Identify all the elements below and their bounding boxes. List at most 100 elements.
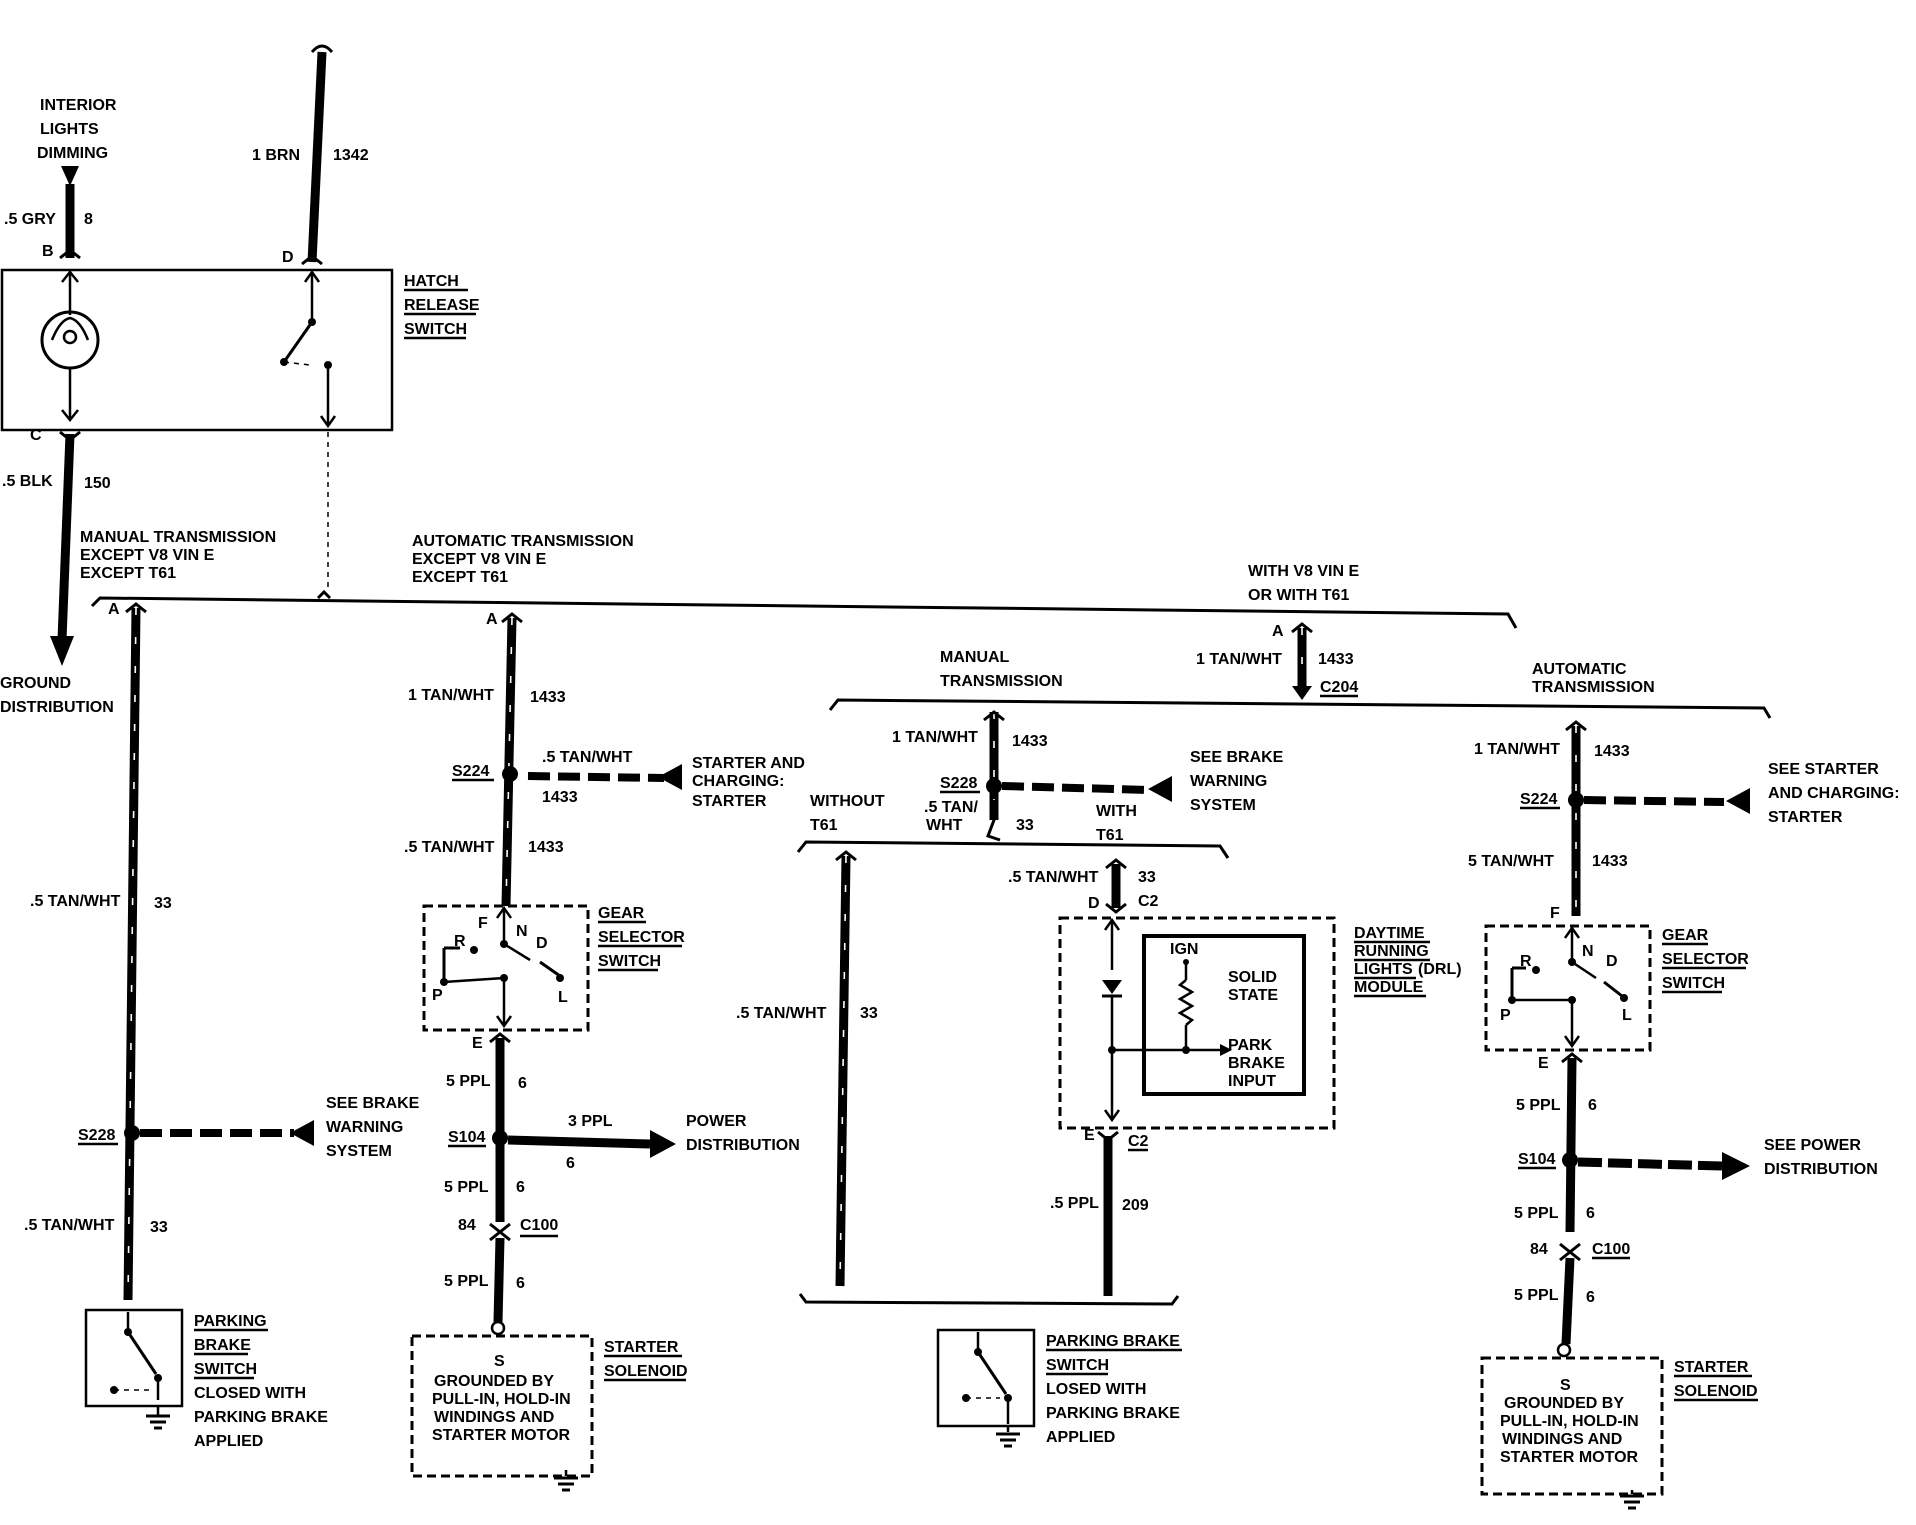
circuit-number-1433-col2b: 1433 [528,839,564,856]
connector-label-c100-col4: C100 [1592,1241,1630,1258]
svg-text:SEE POWER: SEE POWER [1764,1137,1861,1154]
auto-trans-except-label: AUTOMATIC TRANSMISSION EXCEPT V8 VIN E E… [412,533,634,586]
svg-text:PARK: PARK [1228,1037,1273,1054]
pin-d-drl: D [1088,895,1100,912]
svg-text:SELECTOR: SELECTOR [1662,951,1749,968]
svg-text:SEE BRAKE: SEE BRAKE [1190,749,1284,766]
connector-label-c204: C204 [1320,679,1358,696]
starter-solenoid-label-col4: STARTER SOLENOID [1674,1359,1758,1402]
svg-text:BRAKE: BRAKE [1228,1055,1285,1072]
svg-text:STARTER: STARTER [604,1339,679,1356]
pin-84-col2: 84 [458,1217,476,1234]
splice-label-s104-col4: S104 [1518,1151,1555,1168]
svg-text:(DRL): (DRL) [1418,961,1462,978]
lamp-icon [40,269,100,423]
svg-text:GEAR: GEAR [598,905,645,922]
input-arrow-icon [61,166,79,186]
circuit-number-1342: 1342 [333,147,369,164]
wire-label-5blk: .5 BLK [2,473,53,490]
wire-label-1tanwht-v8: 1 TAN/WHT [1196,651,1282,668]
pin-e-col4: E [1538,1055,1549,1072]
see-brake-warning-label-col1: SEE BRAKE WARNING SYSTEM [326,1095,420,1160]
splice-label-s224-col2: S224 [452,763,489,780]
svg-text:SWITCH: SWITCH [1662,975,1725,992]
svg-text:GROUNDED BY: GROUNDED BY [434,1373,554,1390]
svg-text:.5 TAN/: .5 TAN/ [924,799,978,816]
svg-text:SWITCH: SWITCH [404,321,467,338]
drl-module-box [1058,916,1336,1130]
wire-label-5ppl-col2b: 5 PPL [444,1179,489,1196]
drl-park-brake-input-label: PARK BRAKE INPUT [1228,1037,1285,1090]
circuit-number-6-col2b: 6 [516,1179,525,1196]
svg-text:WITHOUT: WITHOUT [810,793,885,810]
connector-label-c2-upper: C2 [1138,893,1159,910]
wire-brown-1342 [307,51,327,263]
connector-label-c100-col2: C100 [520,1217,558,1234]
svg-text:SYSTEM: SYSTEM [1190,797,1256,814]
gear-p-col2: P [432,987,443,1004]
svg-text:SWITCH: SWITCH [598,953,661,970]
svg-text:LIGHTS: LIGHTS [1354,961,1413,978]
connector-c100-col2 [489,1222,511,1242]
svg-text:SYSTEM: SYSTEM [326,1143,392,1160]
wire-tan-white-1433-col2 [501,617,517,907]
svg-text:HATCH: HATCH [404,273,459,290]
wire-label-5tanwht-split-col3: .5 TAN/ WHT [924,799,978,834]
svg-text:SEE STARTER: SEE STARTER [1768,761,1879,778]
svg-text:S: S [1560,1377,1571,1394]
connector-a-col1 [125,602,147,614]
svg-text:SOLENOID: SOLENOID [604,1363,688,1380]
without-t61-label: WITHOUT T61 [810,793,885,834]
circuit-number-6-col4b: 6 [1586,1205,1595,1222]
circuit-number-6-col2-branch: 6 [566,1155,575,1172]
svg-text:TRANSMISSION: TRANSMISSION [940,673,1063,690]
see-starter-charging-label-col4: SEE STARTER AND CHARGING: STARTER [1768,761,1900,826]
connector-label-c2-lower: C2 [1128,1133,1149,1150]
pin-c-top: C [30,427,42,444]
svg-text:CHARGING:: CHARGING: [692,773,784,790]
wire-label-5ppl-col4c: 5 PPL [1514,1287,1559,1304]
gear-n-col4: N [1582,943,1594,960]
hatch-release-switch-label: HATCH RELEASE SWITCH [404,273,480,340]
wire-label-5ppl-col2c: 5 PPL [444,1273,489,1290]
svg-text:MANUAL TRANSMISSION: MANUAL TRANSMISSION [80,529,276,546]
starter-solenoid-box-col4 [1480,1356,1664,1496]
circuit-number-6-col4a: 6 [1588,1097,1597,1114]
svg-text:DISTRIBUTION: DISTRIBUTION [686,1137,800,1154]
svg-text:STARTER MOTOR: STARTER MOTOR [432,1427,571,1444]
svg-text:SEE BRAKE: SEE BRAKE [326,1095,420,1112]
option-bracket-main [90,596,1518,629]
branch-arrow-icon-col3 [1148,776,1172,802]
svg-text:OR WITH T61: OR WITH T61 [1248,587,1349,604]
connector-a-v8 [1291,622,1313,634]
ground-icon-col4 [1620,1490,1644,1510]
svg-text:BRAKE: BRAKE [194,1337,251,1354]
svg-text:INTERIOR: INTERIOR [40,97,117,114]
svg-text:DAYTIME: DAYTIME [1354,925,1425,942]
parking-brake-switch-label-2: PARKING BRAKE SWITCH LOSED WITH PARKING … [1046,1333,1182,1446]
wire-label-5tanwht-col4: 5 TAN/WHT [1468,853,1554,870]
parking-brake-switch-contact-icon-1 [110,1312,170,1430]
solenoid-terminal-col2 [490,1320,506,1336]
gear-l-col2: L [558,989,568,1006]
svg-text:INPUT: INPUT [1228,1073,1276,1090]
pin-84-col4: 84 [1530,1241,1548,1258]
pin-a-v8: A [1272,623,1284,640]
svg-text:MODULE: MODULE [1354,979,1424,996]
parking-brake-switch-contact-icon-2 [962,1332,1020,1448]
pin-b: B [42,243,54,260]
svg-text:AUTOMATIC TRANSMISSION: AUTOMATIC TRANSMISSION [412,533,634,550]
svg-text:GROUND: GROUND [0,675,71,692]
wire-purple-6-col4 [1565,1057,1577,1233]
svg-text:WHT: WHT [926,817,963,834]
starter-charging-label-col2: STARTER AND CHARGING: STARTER [692,755,805,810]
branch-wire-power-col4 [1577,1157,1723,1171]
gear-r-col2: R [454,933,466,950]
circuit-number-33-col3: 33 [1016,817,1034,834]
circuit-number-33-drl: 33 [1138,869,1156,886]
svg-text:WARNING: WARNING [1190,773,1267,790]
svg-text:STARTER: STARTER [692,793,767,810]
svg-text:EXCEPT T61: EXCEPT T61 [80,565,176,582]
pin-a-col1: A [108,601,120,618]
gear-p-col4: P [1500,1007,1511,1024]
